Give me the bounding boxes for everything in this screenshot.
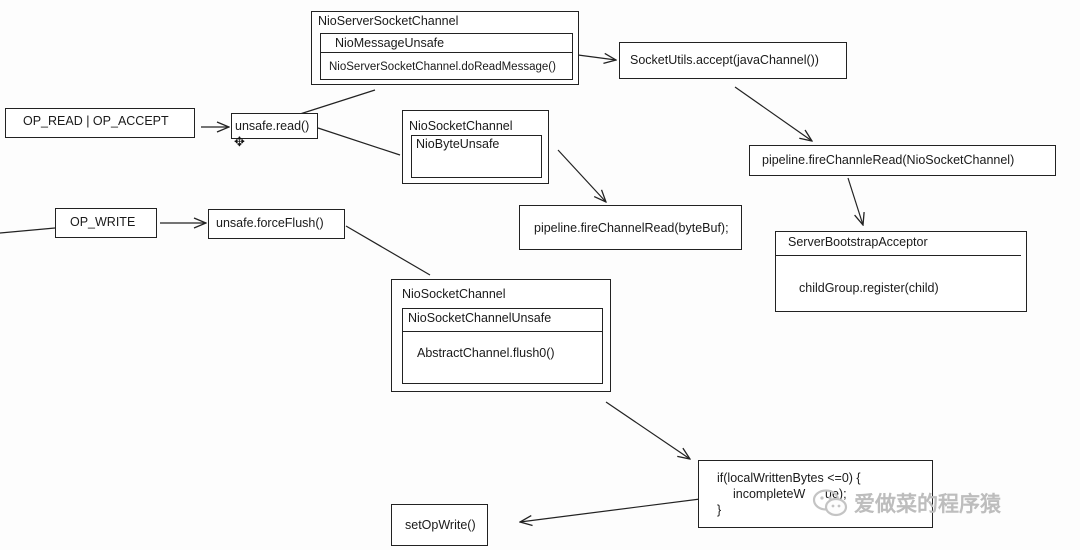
connector-left-edge-to-op-write (0, 227, 56, 234)
op-read-accept-box: OP_READ | OP_ACCEPT (5, 108, 195, 138)
move-cursor-icon: ✥ (234, 134, 245, 149)
nio-socket-channel-read-title: NioSocketChannel (409, 119, 513, 133)
arrow-pipeline-fire-to-acceptor (847, 177, 863, 225)
unsafe-force-flush-box: unsafe.forceFlush() (208, 209, 345, 239)
socket-utils-accept-box: SocketUtils.accept(javaChannel()) (619, 42, 847, 79)
connector-unsafe-read-to-socket-channel (317, 127, 401, 156)
pipeline-fire-bytebuf-label: pipeline.fireChannelRead(byteBuf); (534, 221, 729, 235)
unsafe-read-label: unsafe.read() (235, 119, 310, 133)
if-line-3: } (717, 503, 722, 517)
arrow-if-block-to-set-op-write (520, 497, 709, 522)
nio-server-socket-channel-box: NioServerSocketChannel NioMessageUnsafe … (311, 11, 579, 85)
arrow-byte-unsafe-to-pipeline-bytebuf (557, 149, 606, 202)
nio-message-unsafe-divider (321, 52, 572, 53)
wechat-icon (812, 489, 848, 517)
nio-socket-channel-unsafe-box: NioSocketChannelUnsafe AbstractChannel.f… (402, 308, 603, 384)
watermark-text: 爱做菜的程序猿 (854, 492, 1001, 516)
connector-force-flush-to-write-channel (345, 225, 431, 276)
child-group-register-label: childGroup.register(child) (799, 281, 939, 295)
server-bootstrap-acceptor-box: ServerBootstrapAcceptor childGroup.regis… (775, 231, 1027, 312)
nio-socket-channel-write-box: NioSocketChannel NioSocketChannelUnsafe … (391, 279, 611, 392)
if-line-2: incompleteW (733, 487, 806, 501)
op-write-box: OP_WRITE (55, 208, 157, 238)
socket-utils-accept-label: SocketUtils.accept(javaChannel()) (630, 53, 819, 67)
abstract-channel-flush0-label: AbstractChannel.flush0() (417, 346, 555, 360)
nio-byte-unsafe-title: NioByteUnsafe (416, 137, 500, 151)
nio-server-socket-channel-title: NioServerSocketChannel (318, 14, 459, 28)
unsafe-force-flush-label: unsafe.forceFlush() (216, 216, 324, 230)
op-write-label: OP_WRITE (70, 215, 136, 229)
nio-socket-channel-unsafe-divider (403, 331, 602, 332)
nio-byte-unsafe-box: NioByteUnsafe (411, 135, 542, 178)
nio-socket-channel-read-box: NioSocketChannel NioByteUnsafe (402, 110, 549, 184)
watermark: 爱做菜的程序猿 (812, 486, 1001, 520)
arrow-server-channel-to-socket-utils (577, 55, 616, 60)
arrow-socket-utils-to-pipeline-fire (734, 86, 812, 141)
set-op-write-box: setOpWrite() (391, 504, 488, 546)
op-read-accept-label: OP_READ | OP_ACCEPT (23, 114, 169, 128)
server-bootstrap-acceptor-title: ServerBootstrapAcceptor (788, 235, 928, 249)
unsafe-read-box: unsafe.read() (231, 113, 318, 139)
if-line-1: if(localWrittenBytes <=0) { (717, 471, 861, 485)
connector-unsafe-read-to-server-channel (299, 89, 376, 115)
nio-socket-channel-write-title: NioSocketChannel (402, 287, 506, 301)
arrow-write-channel-to-if-block (605, 401, 690, 459)
set-op-write-label: setOpWrite() (405, 518, 476, 532)
nio-message-unsafe-box: NioMessageUnsafe NioServerSocketChannel.… (320, 33, 573, 80)
pipeline-fire-nio-channel-box: pipeline.fireChannleRead(NioSocketChanne… (749, 145, 1056, 176)
pipeline-fire-bytebuf-box: pipeline.fireChannelRead(byteBuf); (519, 205, 742, 250)
server-bootstrap-acceptor-divider (776, 255, 1021, 256)
do-read-message-label: NioServerSocketChannel.doReadMessage() (329, 61, 556, 73)
nio-message-unsafe-title: NioMessageUnsafe (335, 36, 445, 50)
nio-socket-channel-unsafe-title: NioSocketChannelUnsafe (408, 311, 552, 325)
pipeline-fire-nio-channel-label: pipeline.fireChannleRead(NioSocketChanne… (762, 153, 1015, 167)
